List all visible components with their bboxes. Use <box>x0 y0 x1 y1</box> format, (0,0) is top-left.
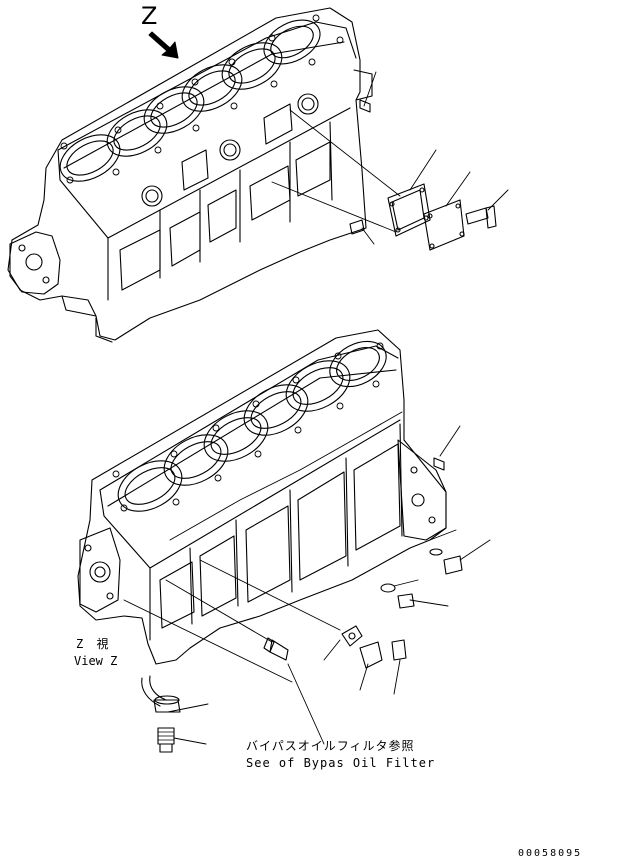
bolt-top-3 <box>349 219 365 235</box>
top-leaders <box>271 71 509 245</box>
sensor-plug <box>263 637 289 661</box>
cover-gasket-main <box>341 625 363 647</box>
view-z-block <box>7 7 509 343</box>
front-plate <box>9 231 61 295</box>
view-z-label-jp: Z 視 <box>76 637 112 651</box>
bolt-top-1 <box>359 99 371 113</box>
o-ring-main <box>380 583 396 593</box>
washer-main-1 <box>429 548 443 556</box>
bolt-top-2 <box>465 205 497 229</box>
view-arrow <box>148 31 179 59</box>
plug-main-1 <box>397 593 415 609</box>
port-left <box>141 185 163 207</box>
main-cylinder-bores <box>117 340 387 512</box>
cover-plate-top <box>423 199 465 251</box>
drawing-code: 00058095 <box>518 848 583 859</box>
view-z-label-en: View Z <box>74 654 118 668</box>
bolt-main-2 <box>443 555 463 575</box>
pipe <box>141 675 167 707</box>
bypass-fitting <box>153 695 181 713</box>
view-z-letter: Z <box>141 2 158 30</box>
head-bolt-holes <box>60 14 344 184</box>
main-leaders <box>123 425 491 745</box>
main-end-cover <box>397 439 447 541</box>
plug-bottom <box>157 727 175 753</box>
port-middle <box>219 139 241 161</box>
bolt-main-3 <box>391 639 407 661</box>
port-right <box>297 93 319 115</box>
main-head-bolt-holes <box>112 342 384 512</box>
cover-gasket-top <box>387 183 431 237</box>
main-block-outline <box>77 329 447 665</box>
bypass-filter-ref-jp: バイパスオイルフィルタ参照 <box>246 739 415 753</box>
cylinder-block-outline <box>7 7 367 341</box>
top-cylinder-bores <box>59 19 321 182</box>
bypass-filter-ref-en: See of Bypas Oil Filter <box>246 756 436 770</box>
main-block <box>77 329 491 753</box>
cover-plate-main <box>359 641 383 669</box>
bolt-main-1 <box>433 457 445 471</box>
